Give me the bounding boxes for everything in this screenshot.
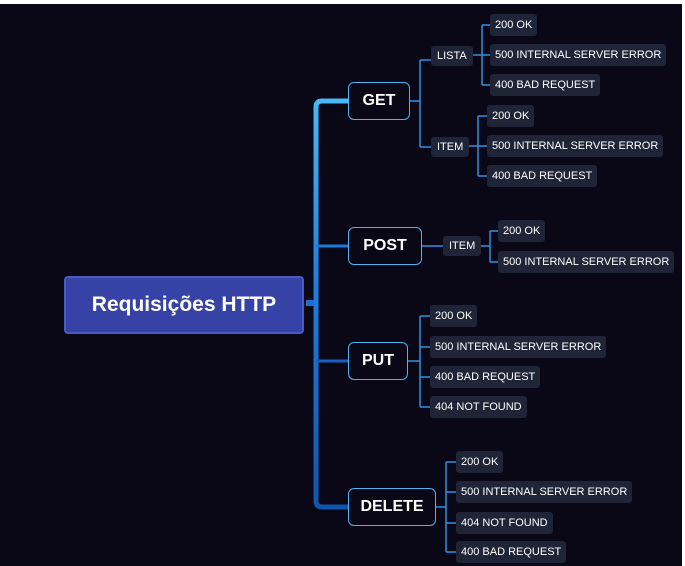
leaf-node[interactable]: 400 BAD REQUEST xyxy=(430,366,541,388)
leaf-node[interactable]: 400 BAD REQUEST xyxy=(456,541,567,563)
leaf-node[interactable]: 500 INTERNAL SERVER ERROR xyxy=(487,135,664,157)
leaf-node[interactable]: 400 BAD REQUEST xyxy=(487,165,598,187)
group-node-post-item[interactable]: ITEM xyxy=(443,236,482,256)
method-node-get[interactable]: GET xyxy=(348,82,410,120)
leaf-node[interactable]: 500 INTERNAL SERVER ERROR xyxy=(456,481,633,503)
method-node-put[interactable]: PUT xyxy=(348,342,408,380)
group-node-get-item[interactable]: ITEM xyxy=(431,137,470,157)
connector-lines xyxy=(306,24,498,553)
leaf-node[interactable]: 200 OK xyxy=(487,105,535,127)
leaf-node[interactable]: 500 INTERNAL SERVER ERROR xyxy=(498,251,675,273)
leaf-node[interactable]: 404 NOT FOUND xyxy=(430,396,527,418)
root-node[interactable]: Requisições HTTP xyxy=(64,276,304,334)
method-node-delete[interactable]: DELETE xyxy=(348,488,436,526)
leaf-node[interactable]: 400 BAD REQUEST xyxy=(490,74,601,96)
leaf-node[interactable]: 200 OK xyxy=(430,305,478,327)
leaf-node[interactable]: 404 NOT FOUND xyxy=(456,512,553,534)
group-node-get-lista[interactable]: LISTA xyxy=(431,46,473,66)
leaf-node[interactable]: 500 INTERNAL SERVER ERROR xyxy=(490,44,667,66)
mind-map-canvas: Requisições HTTP GET LISTA 200 OK 500 IN… xyxy=(0,4,682,566)
method-node-post[interactable]: POST xyxy=(348,227,422,265)
leaf-node[interactable]: 500 INTERNAL SERVER ERROR xyxy=(430,336,607,358)
leaf-node[interactable]: 200 OK xyxy=(456,451,504,473)
leaf-node[interactable]: 200 OK xyxy=(498,220,546,242)
leaf-node[interactable]: 200 OK xyxy=(490,14,538,36)
